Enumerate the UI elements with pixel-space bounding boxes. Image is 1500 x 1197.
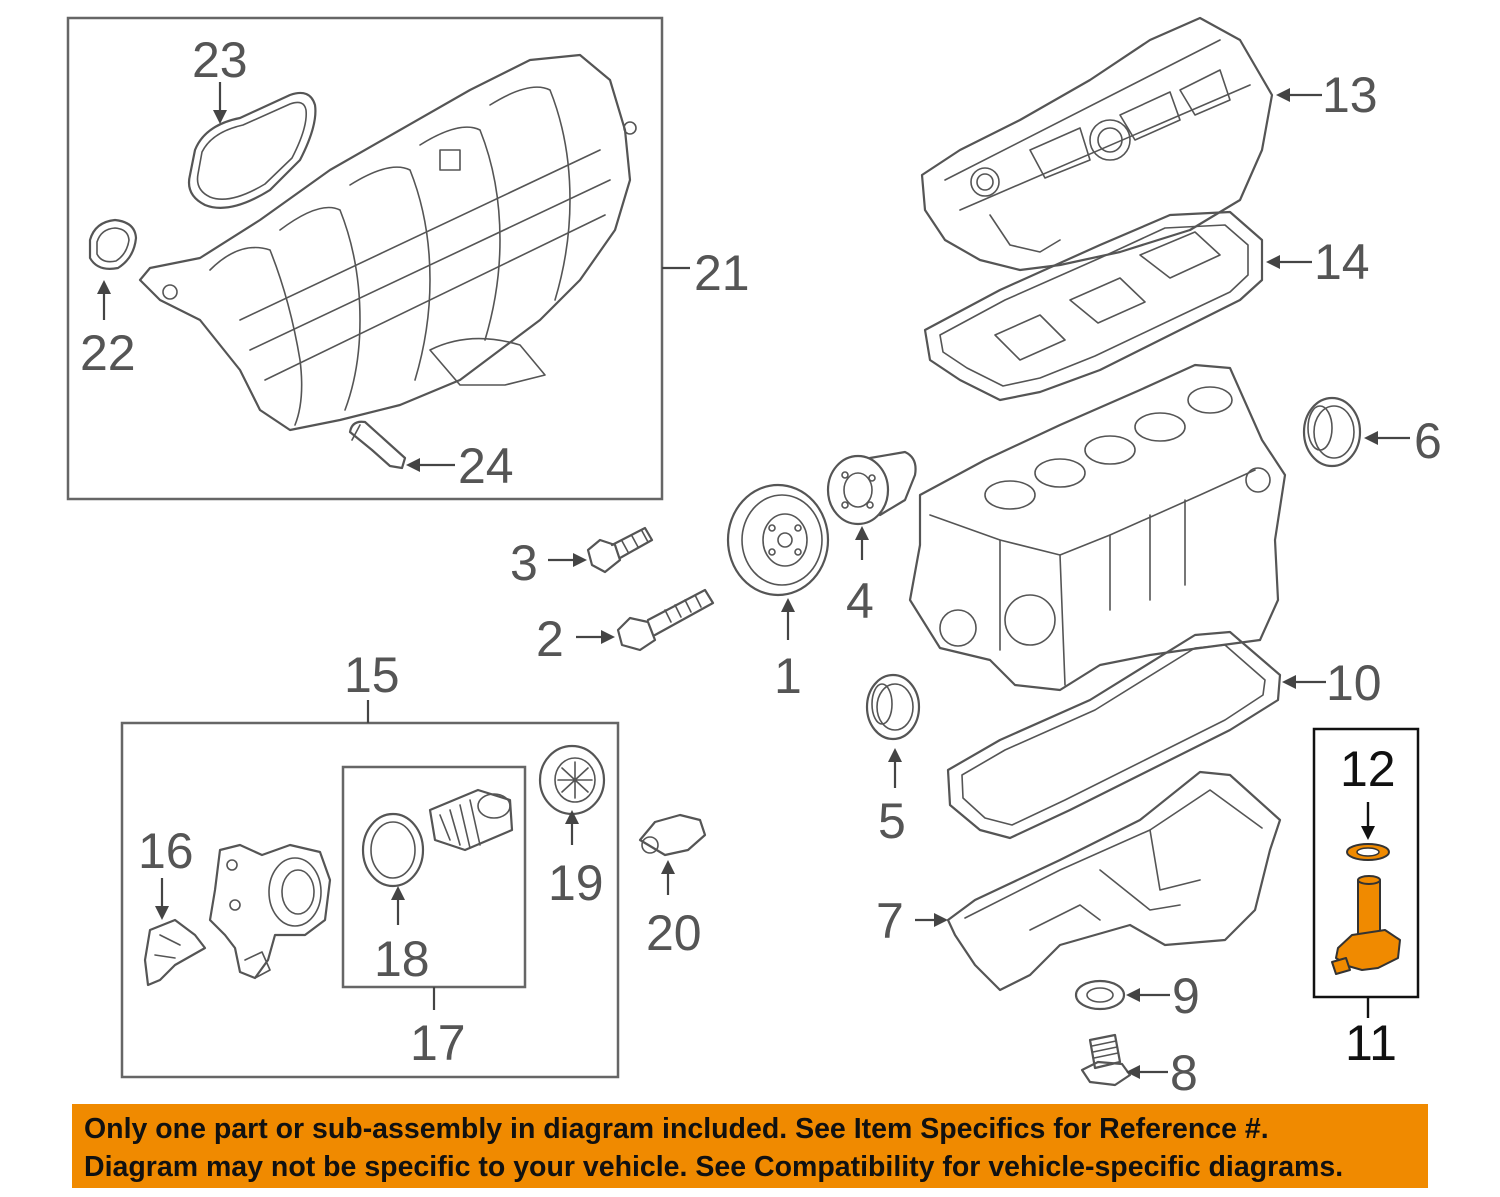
highlighted-part-frame <box>1312 727 1420 999</box>
callout-16: 16 <box>138 823 194 879</box>
oil-pressure-sensor[interactable] <box>638 813 707 857</box>
notice-banner: Only one part or sub-assembly in diagram… <box>72 1104 1428 1188</box>
intake-manifold[interactable] <box>138 53 637 432</box>
callout-19: 19 <box>548 855 604 911</box>
callout-13: 13 <box>1322 67 1378 123</box>
plug-24[interactable] <box>348 420 407 470</box>
callout-2: 2 <box>536 611 564 667</box>
crankshaft-pulley[interactable] <box>726 483 830 597</box>
crankshaft-seal-front[interactable] <box>865 673 921 741</box>
bolt-3[interactable] <box>586 526 654 574</box>
callout-21: 21 <box>694 245 750 301</box>
oil-filter-cap[interactable] <box>538 744 606 816</box>
callout-6: 6 <box>1414 413 1442 469</box>
callout-4: 4 <box>846 573 874 629</box>
callout-3: 3 <box>510 535 538 591</box>
callout-20: 20 <box>646 905 702 961</box>
callout-5: 5 <box>878 793 906 849</box>
oil-filter-seal[interactable] <box>361 812 425 888</box>
callout-17: 17 <box>410 1015 466 1071</box>
callout-14: 14 <box>1314 234 1370 290</box>
callout-22: 22 <box>80 325 136 381</box>
drain-plug-washer[interactable] <box>1074 979 1126 1011</box>
callout-10: 10 <box>1326 655 1382 711</box>
oil-pan-gasket[interactable] <box>946 630 1282 840</box>
seal-22[interactable] <box>88 218 138 270</box>
callout-1: 1 <box>774 648 802 704</box>
valve-cover-gasket[interactable] <box>923 210 1264 402</box>
callout-12: 12 <box>1340 741 1396 797</box>
bolt-2[interactable] <box>616 588 715 652</box>
callout-24: 24 <box>458 438 514 494</box>
manifold-gasket-23[interactable] <box>187 91 317 209</box>
valve-cover[interactable] <box>920 16 1274 272</box>
o-ring-12[interactable] <box>1346 843 1390 861</box>
callout-9: 9 <box>1172 968 1200 1024</box>
oil-pan[interactable] <box>946 770 1282 992</box>
oil-filter-kit-frame <box>341 765 527 989</box>
drain-plug[interactable] <box>1080 1033 1132 1087</box>
dipstick-tube-11[interactable] <box>1331 875 1401 975</box>
callout-11: 11 <box>1345 1015 1397 1071</box>
cover-16[interactable] <box>143 918 207 987</box>
callout-23: 23 <box>192 32 248 88</box>
callout-7: 7 <box>876 893 904 949</box>
callout-18: 18 <box>374 931 430 987</box>
intake-manifold-group-frame <box>66 16 664 501</box>
crankshaft-hub[interactable] <box>826 450 917 526</box>
callout-15: 15 <box>344 647 400 703</box>
oil-filter-element[interactable] <box>428 788 514 852</box>
callout-8: 8 <box>1170 1045 1198 1101</box>
oil-filter-housing-group-frame <box>120 721 620 1079</box>
crankshaft-seal-rear[interactable] <box>1302 396 1362 468</box>
engine-block[interactable] <box>908 363 1287 692</box>
notice-line-1: Only one part or sub-assembly in diagram… <box>84 1113 1269 1145</box>
oil-filter-housing[interactable] <box>208 843 332 980</box>
notice-line-2: Diagram may not be specific to your vehi… <box>84 1151 1344 1183</box>
